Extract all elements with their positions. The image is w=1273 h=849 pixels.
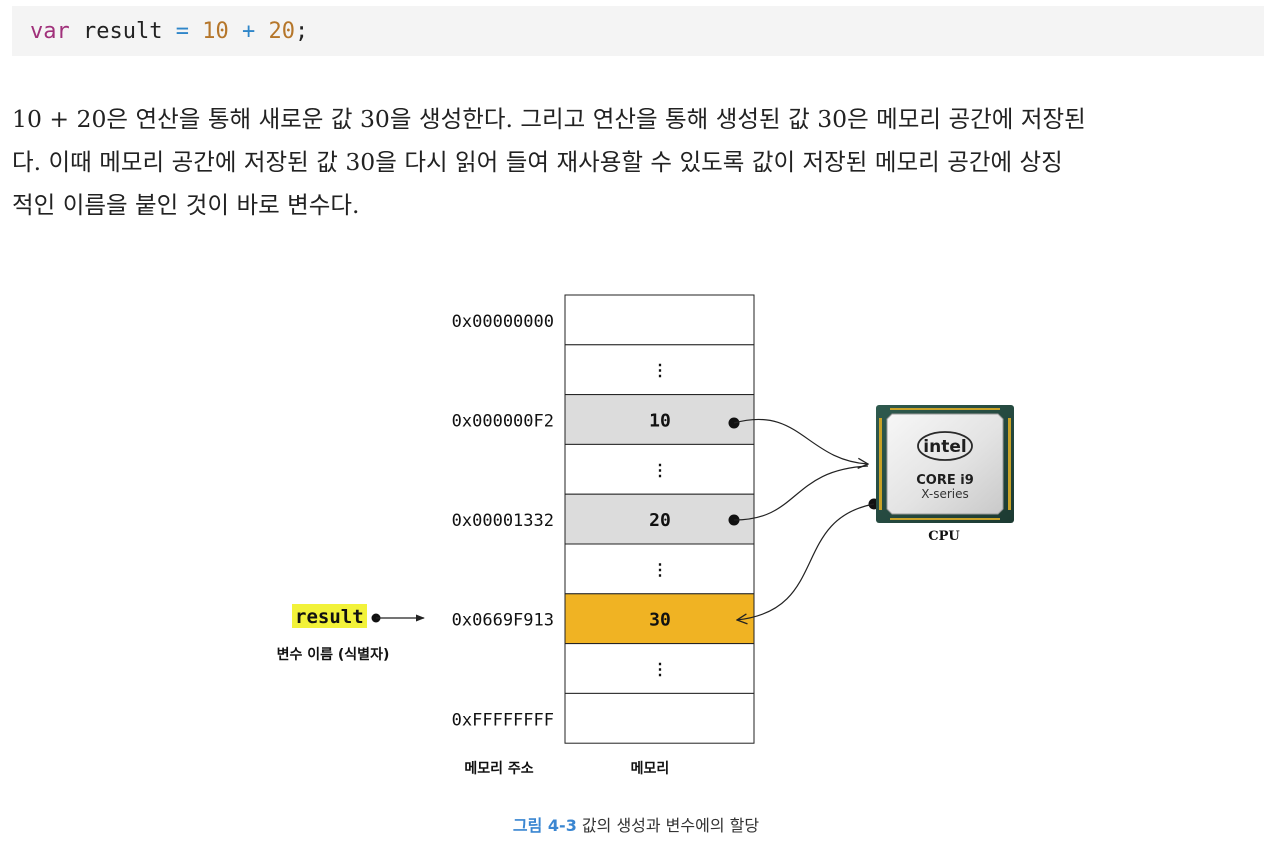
result-arrow bbox=[737, 503, 875, 620]
memory-cell bbox=[564, 593, 755, 645]
memory-gap-ellipsis: ⋮ bbox=[652, 361, 668, 380]
code-keyword: var bbox=[30, 19, 70, 44]
code-right-operand: 20 bbox=[255, 19, 295, 44]
memory-gap-ellipsis: ⋮ bbox=[652, 560, 668, 579]
memory-addresses: 0x00000000 0x000000F2 0x00001332 0x0669F913… bbox=[452, 312, 554, 730]
memory-gap-ellipsis: ⋮ bbox=[652, 660, 668, 679]
operand-connectors bbox=[728, 417, 880, 621]
variable-name: result bbox=[295, 606, 364, 628]
code-identifier: result bbox=[69, 19, 176, 44]
memory-address-label: 0x000000F2 bbox=[452, 412, 554, 432]
memory-cell bbox=[564, 443, 755, 495]
memory-cell bbox=[564, 294, 755, 346]
body-paragraph: 10 + 20은 연산을 통해 새로운 값 30을 생성한다. 그리고 연산을 … bbox=[12, 98, 1272, 227]
figure-title: 값의 생성과 변수에의 할당 bbox=[577, 816, 760, 835]
memory-cell-value: 30 bbox=[649, 610, 671, 631]
memory-column-label: 메모리 bbox=[631, 761, 670, 777]
paragraph-line-3: 적인 이름을 붙인 것이 바로 변수다. bbox=[12, 191, 360, 219]
memory-address-label: 0x00000000 bbox=[452, 312, 554, 332]
code-plus-operator: + bbox=[241, 19, 256, 44]
memory-cell bbox=[564, 344, 755, 396]
variable-caption: 변수 이름 (식별자) bbox=[277, 646, 390, 663]
code-assign-operator: = bbox=[175, 19, 189, 44]
variable-highlight bbox=[292, 604, 367, 628]
code-block: var result = 10 + 20; bbox=[12, 6, 1264, 56]
cpu-model: CORE i9 bbox=[916, 473, 974, 488]
cpu-contacts bbox=[879, 408, 1011, 520]
memory-cell bbox=[564, 692, 755, 744]
operand-20-arrow bbox=[733, 465, 869, 521]
cpu-heat-spreader bbox=[886, 413, 1004, 515]
cpu-label: CPU bbox=[928, 529, 960, 544]
memory-cells: ⋮ 10 ⋮ 20 ⋮ 30 ⋮ bbox=[564, 294, 755, 744]
address-column-label: 메모리 주소 bbox=[464, 761, 533, 777]
memory-cell bbox=[564, 493, 755, 545]
cpu-chip: intel CORE i9 X-series bbox=[876, 405, 1014, 523]
cpu-series: X-series bbox=[921, 487, 969, 501]
cpu-brand: intel bbox=[923, 437, 966, 457]
memory-gap-ellipsis: ⋮ bbox=[652, 460, 668, 479]
figure-caption: 그림 4-3 값의 생성과 변수에의 할당 bbox=[513, 816, 759, 835]
memory-cell bbox=[564, 643, 755, 694]
memory-cell-value: 20 bbox=[649, 510, 671, 531]
paragraph-line-2: 다. 이때 메모리 공간에 저장된 값 30을 다시 읽어 들여 재사용할 수 … bbox=[12, 148, 1063, 176]
paragraph-line-1: 10 + 20은 연산을 통해 새로운 값 30을 생성한다. 그리고 연산을 … bbox=[12, 105, 1086, 133]
memory-cell bbox=[564, 394, 755, 445]
intel-logo-ring bbox=[917, 431, 973, 461]
memory-address-label: 0xFFFFFFFF bbox=[452, 710, 554, 730]
operand-10-arrow bbox=[733, 418, 868, 464]
figure-number: 그림 4-3 bbox=[513, 816, 577, 835]
memory-address-label: 0x0669F913 bbox=[452, 611, 554, 631]
code-left-operand: 10 bbox=[188, 19, 242, 44]
code-terminator: ; bbox=[294, 19, 309, 44]
memory-cell-value: 10 bbox=[649, 411, 671, 432]
memory-address-label: 0x00001332 bbox=[452, 511, 554, 531]
